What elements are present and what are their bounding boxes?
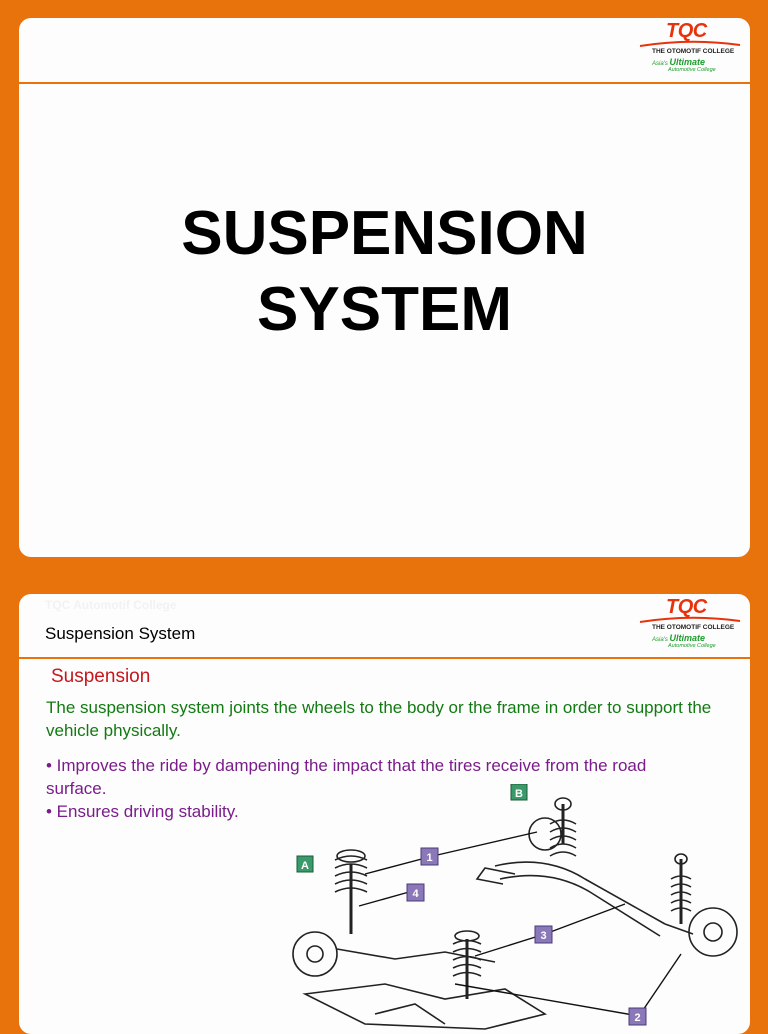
label-2-box: 2 [628,1007,647,1026]
leader-line-3a [474,933,546,957]
header-divider [19,657,750,659]
logo-college: THE OTOMOTIF COLLEGE [652,624,735,631]
bullet-item: • Improves the ride by dampening the imp… [46,756,647,798]
logo-swoosh [639,616,741,623]
logo-brand: TQC [666,596,707,618]
bullet-list: • Improves the ride by dampening the imp… [46,754,686,823]
faint-header: TQC Automotif College [45,598,177,612]
slide-title: SUSPENSION SYSTEM [19,196,750,348]
leader-lines [358,831,682,1017]
slide-title-line2: SYSTEM [257,275,512,344]
label-4-box: 4 [406,883,425,902]
title-slide: TQC THE OTOMOTIF COLLEGE Asia's Ultimate… [19,18,750,557]
leader-line-1b [432,831,538,857]
label-3: 3 [540,930,546,942]
leader-line-2a [454,983,640,1017]
label-1: 1 [426,852,432,864]
logo-tagline-rest: Automotive College [668,643,716,649]
logo-college: THE OTOMOTIF COLLEGE [652,48,735,55]
logo-tagline: Asia's Ultimate [652,57,706,67]
label-2: 2 [634,1012,640,1024]
label-A: A [301,860,309,872]
tqc-logo: TQC THE OTOMOTIF COLLEGE Asia's Ultimate… [638,20,742,74]
header-title: Suspension System [45,624,196,643]
label-1-box: 1 [420,847,439,866]
label-4: 4 [412,888,419,900]
leader-line-2b [638,953,682,1017]
content-slide: TQC Automotif College TQC THE OTOMOTIF C… [19,594,750,1034]
suspension-diagram: A B 1 4 3 2 [292,784,738,1030]
logo-swoosh [639,40,741,47]
header-divider [19,82,750,84]
logo-brand: TQC [666,20,707,42]
slide-title-line1: SUSPENSION [181,199,588,268]
tqc-logo: TQC THE OTOMOTIF COLLEGE Asia's Ultimate… [638,596,742,650]
leader-line-4 [358,891,410,907]
label-3-box: 3 [534,925,553,944]
label-A-box: A [296,855,314,873]
suspension-drawing [292,797,738,1030]
bullet-item: • Ensures driving stability. [46,802,239,821]
logo-tagline: Asia's Ultimate [652,633,706,643]
logo-tagline-rest: Automotive College [668,67,716,73]
label-B-box: B [510,784,528,801]
description-paragraph: The suspension system joints the wheels … [46,698,712,740]
label-B: B [515,788,523,800]
section-title: Suspension [51,666,151,687]
leader-line-3b [544,903,626,935]
